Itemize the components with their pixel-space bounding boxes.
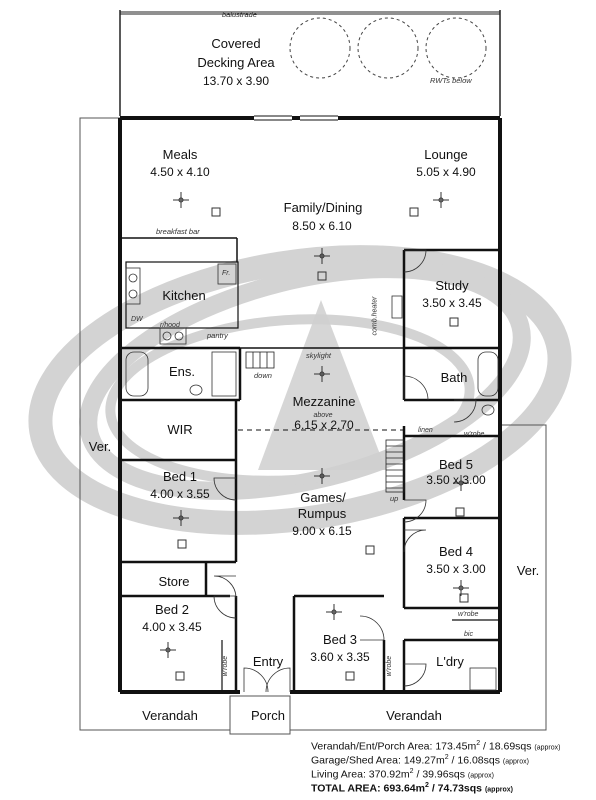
area-verandah-imperial: / 18.69sqs [483, 740, 532, 753]
bed1-dims: 4.00 x 3.55 [150, 487, 210, 501]
meals-name: Meals [162, 147, 198, 162]
linen-label: linen [418, 427, 433, 434]
area-total-sq: 2 [424, 781, 429, 789]
area-garage-metric: 149.27m [403, 754, 445, 767]
dishwasher-label: DW [131, 316, 143, 323]
area-verandah-row: Verandah/Ent/Porch Area: 173.45m2 / 18.6… [311, 740, 561, 754]
area-garage-imperial: / 16.08sqs [451, 754, 500, 767]
wrobe-label-bed2: w'robe [222, 655, 230, 677]
bed5-dims: 3.50 x 3.00 [426, 473, 486, 487]
area-total-metric: 693.64m [383, 782, 425, 795]
lounge-name: Lounge [424, 147, 468, 162]
verandah-right-side: Ver. [516, 563, 540, 578]
area-living-label: Living Area: [311, 768, 366, 781]
decking-name-1: Covered [211, 36, 261, 51]
area-living-row: Living Area: 370.92m2 / 39.96sqs (approx… [311, 768, 561, 782]
area-total-imperial: / 74.73sqs [431, 782, 483, 795]
porch-name: Porch [251, 708, 285, 723]
rangehood-label: r/hood [160, 322, 180, 329]
verandah-outline [79, 117, 547, 731]
area-garage-row: Garage/Shed Area: 149.27m2 / 16.08sqs (a… [311, 754, 561, 768]
verandah-left-side: Ver. [88, 439, 112, 454]
rear-door-frames [254, 115, 338, 121]
wrobe-label-bed3: w'robe [386, 655, 394, 677]
bed4-name: Bed 4 [439, 544, 473, 559]
bed2-dims: 4.00 x 3.45 [142, 620, 202, 634]
porch-outline [229, 695, 291, 735]
fixtures [125, 263, 499, 691]
bed4-dims: 3.50 x 3.00 [426, 562, 486, 576]
bic-label: bic [464, 631, 473, 638]
balustrade-label: balustrade [222, 10, 258, 19]
bed5-name: Bed 5 [439, 457, 473, 472]
mezzanine-dims: 6.15 x 2.70 [294, 418, 354, 432]
stairs [245, 351, 405, 493]
verandah-right-front: Verandah [386, 708, 442, 723]
bed1-name: Bed 1 [163, 469, 197, 484]
bed2-name: Bed 2 [155, 602, 189, 617]
area-total-label: TOTAL AREA: [311, 782, 381, 795]
lounge-dims: 5.05 x 4.90 [416, 165, 476, 179]
area-verandah-metric: 173.45m [435, 740, 477, 753]
verandah-left-front: Verandah [142, 708, 198, 723]
area-total-row: TOTAL AREA: 693.64m2 / 74.73sqs (approx) [311, 782, 561, 796]
area-summary: Verandah/Ent/Porch Area: 173.45m2 / 18.6… [311, 740, 561, 796]
fridge-label: Fr. [222, 270, 231, 277]
bath-name: Bath [440, 370, 468, 385]
down-label: down [254, 371, 272, 380]
area-verandah-sq: 2 [476, 740, 481, 747]
games-name-1: Games/ [300, 490, 346, 505]
area-garage-label: Garage/Shed Area: [311, 754, 401, 767]
kitchen-name: Kitchen [162, 288, 206, 303]
mezzanine-name: Mezzanine [292, 394, 356, 409]
games-dims: 9.00 x 6.15 [292, 524, 352, 538]
area-garage-sq: 2 [444, 753, 449, 761]
decking-dims: 13.70 x 3.90 [202, 74, 270, 88]
area-total-approx: (approx) [484, 786, 513, 794]
rainwater-tank-circles [289, 17, 487, 79]
skylight-label: skylight [306, 351, 332, 360]
family-dining-dims: 8.50 x 6.10 [292, 219, 352, 233]
bed3-dims: 3.60 x 3.35 [310, 650, 370, 664]
watermark-triangle [258, 300, 386, 470]
area-garage-approx: (approx) [502, 758, 529, 766]
games-name-2: Rumpus [297, 506, 347, 521]
wir-name: WIR [167, 422, 193, 437]
area-verandah-approx: (approx) [534, 744, 561, 752]
area-living-imperial: / 39.96sqs [416, 768, 465, 781]
comb-heater-label: comb.heater [371, 296, 379, 336]
mezzanine-sub: above [313, 412, 333, 419]
decking-name-2: Decking Area [197, 55, 275, 70]
area-verandah-label: Verandah/Ent/Porch Area: [311, 740, 433, 753]
area-living-sq: 2 [409, 767, 414, 775]
study-name: Study [435, 278, 469, 293]
family-dining-name: Family/Dining [283, 200, 363, 215]
store-name: Store [158, 574, 190, 589]
wrobe-label-bed4: w'robe [458, 611, 479, 618]
ceiling-fixtures [160, 192, 469, 681]
area-living-metric: 370.92m [368, 768, 410, 781]
area-living-approx: (approx) [467, 772, 494, 780]
door-swings [213, 249, 477, 693]
laundry-name: L'dry [436, 654, 464, 669]
wrobe-label-bed5: w'robe [464, 431, 485, 438]
watermark-swirl [28, 245, 572, 535]
up-label: up [390, 494, 399, 503]
ensuite-name: Ens. [168, 364, 195, 379]
rwts-label: RWTs below [430, 76, 472, 85]
pantry-label: pantry [207, 331, 228, 340]
decking-outline [119, 10, 501, 116]
interior-walls [122, 237, 500, 692]
meals-dims: 4.50 x 4.10 [150, 165, 210, 179]
breakfast-bar-label: breakfast bar [156, 227, 200, 236]
entry-name: Entry [252, 654, 284, 669]
bed3-name: Bed 3 [323, 632, 357, 647]
study-dims: 3.50 x 3.45 [422, 296, 482, 310]
